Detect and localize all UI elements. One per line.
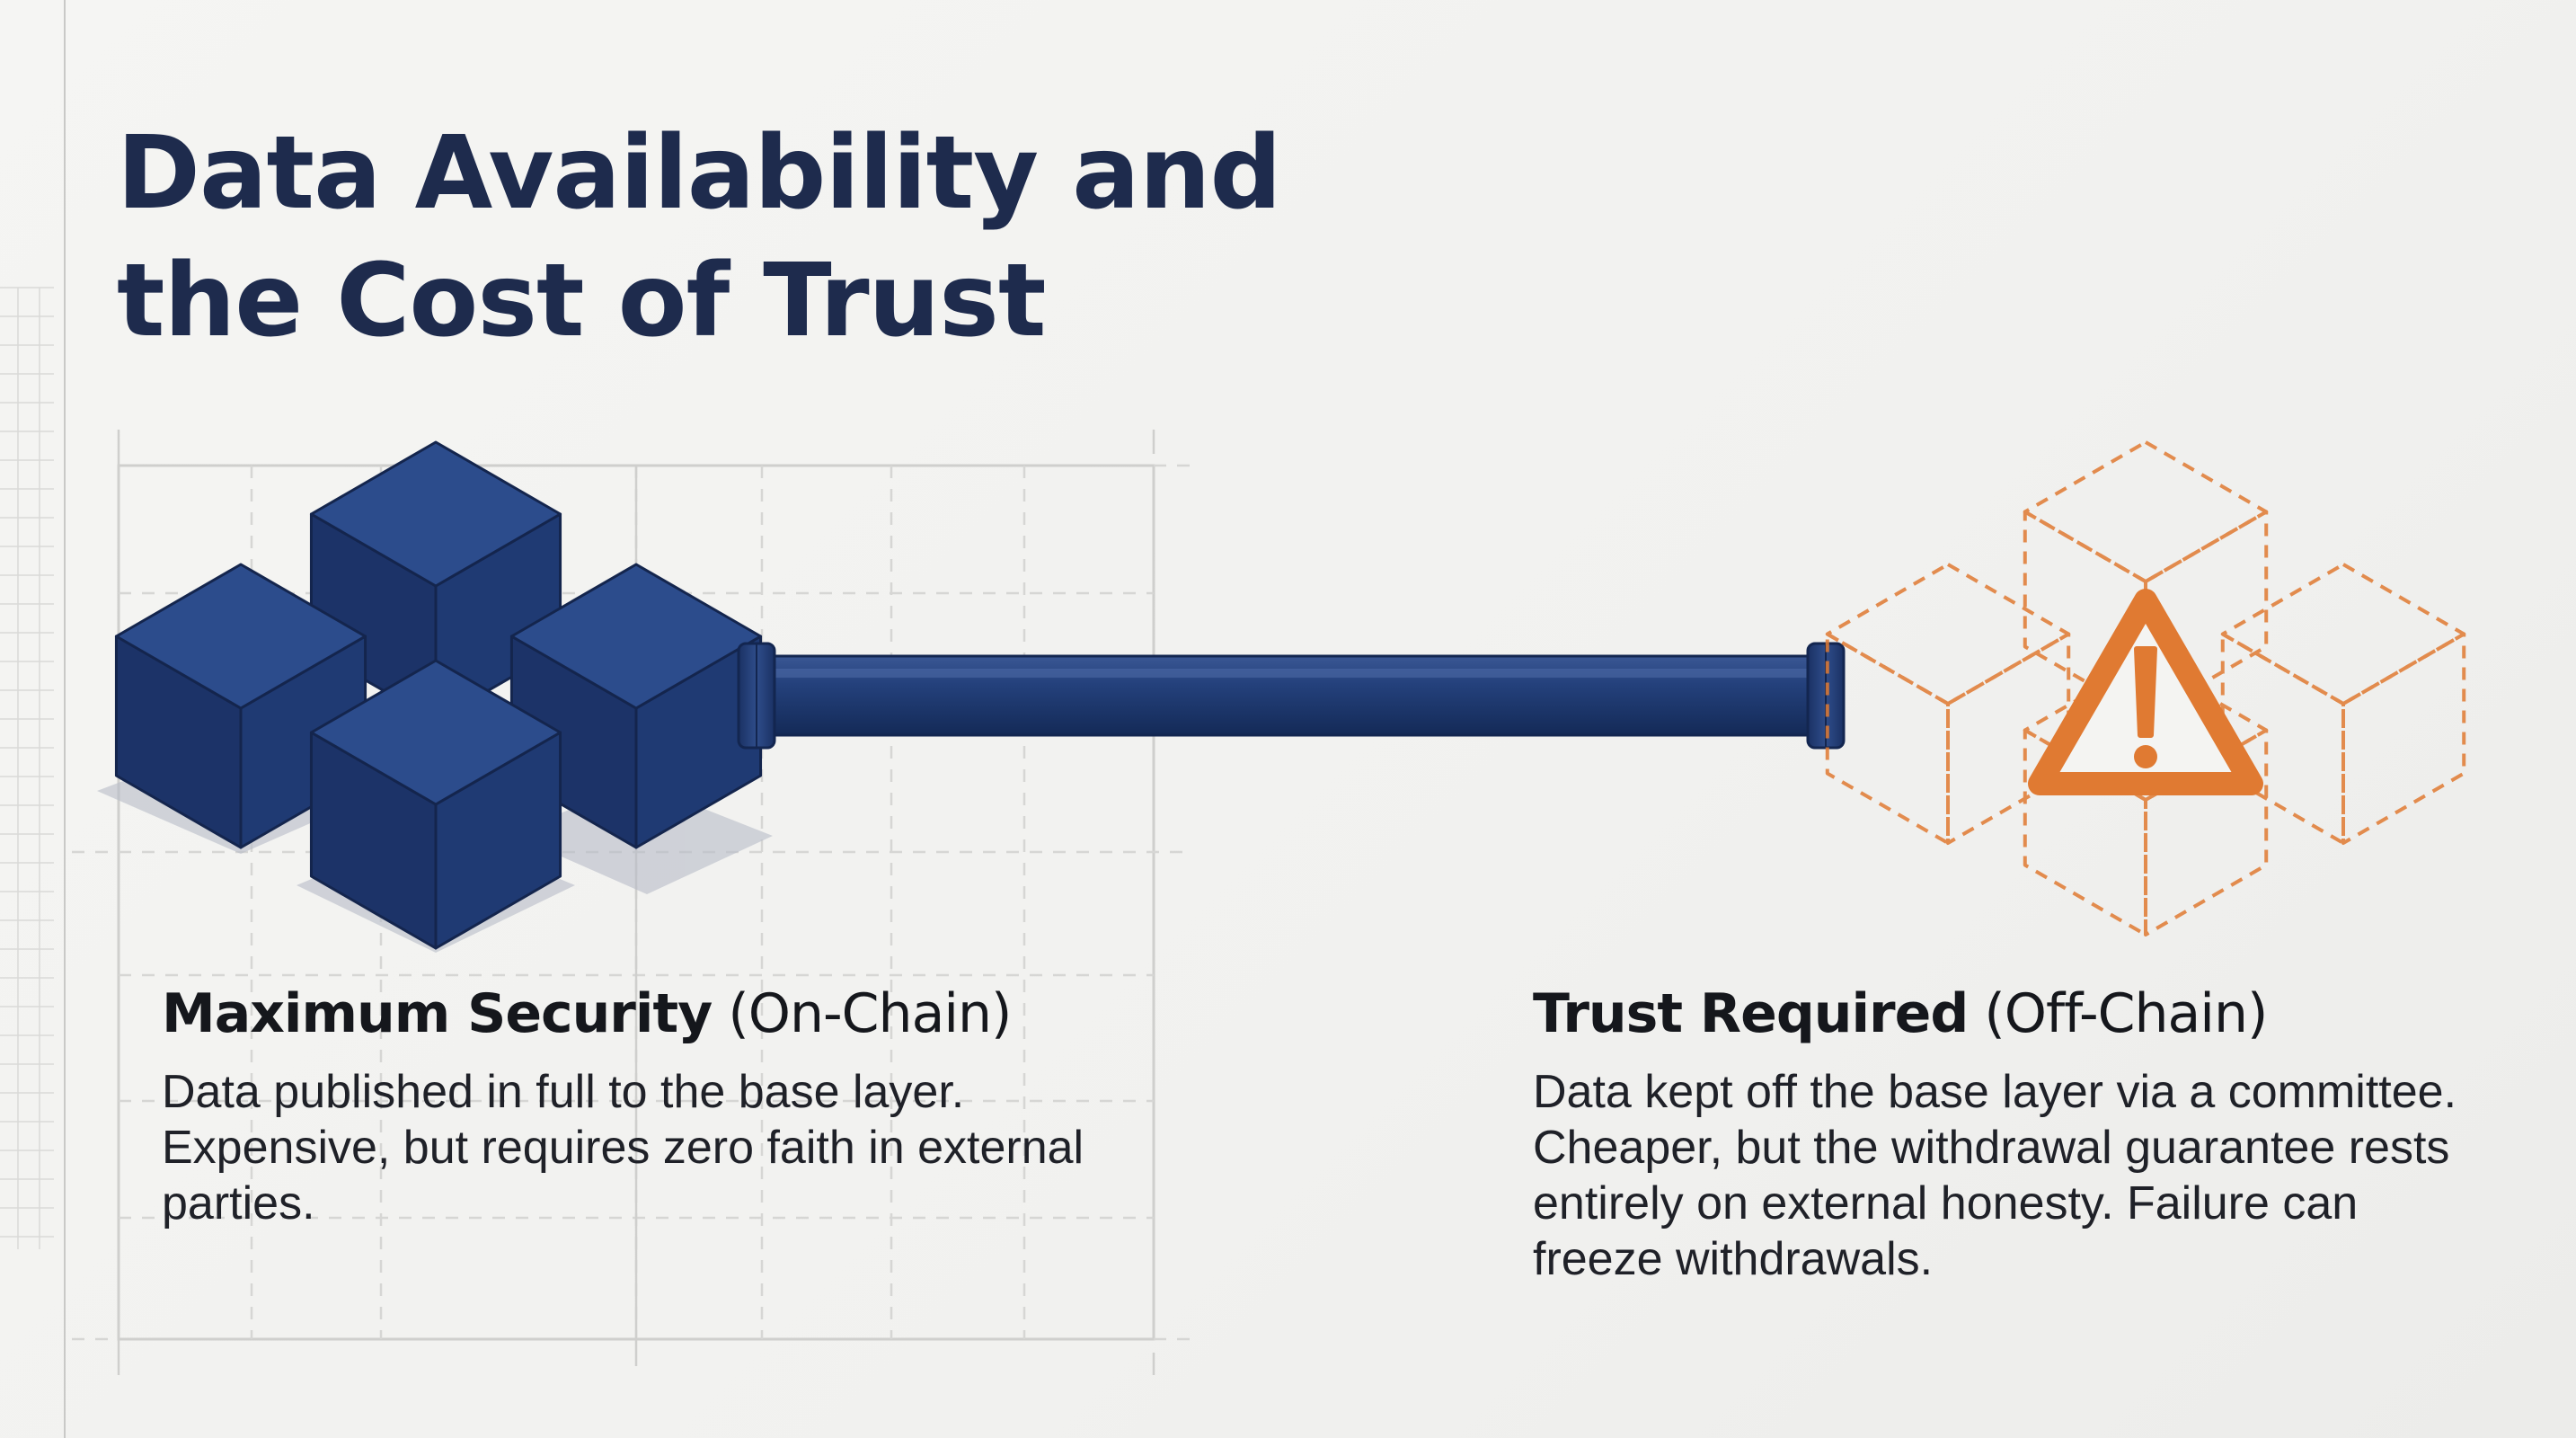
on-chain-description: Data published in full to the base layer… (162, 1066, 1084, 1229)
pipe-connector-icon (737, 642, 1846, 750)
cube-top-face (2023, 440, 2269, 583)
cube-top-face (309, 659, 562, 806)
cube-top-face (309, 440, 562, 588)
off-chain-heading-strong: Trust Required (1533, 982, 1969, 1045)
off-chain-heading-qualifier: (Off-Chain) (1984, 982, 2268, 1045)
off-chain-caption: Trust Required (Off-Chain) Data kept off… (1533, 980, 2476, 1287)
on-chain-heading-strong: Maximum Security (162, 982, 713, 1045)
off-chain-heading: Trust Required (Off-Chain) (1533, 980, 2476, 1048)
blueprint-grid (72, 430, 1195, 1375)
margin-guides (0, 0, 66, 1438)
solid-block-left (114, 563, 367, 849)
cube-top-face (2220, 563, 2466, 706)
slide-title: Data Availability and the Cost of Trust (117, 110, 1285, 365)
dashed-block-left (1825, 563, 2071, 845)
warning-triangle-icon (2028, 589, 2263, 795)
on-chain-caption: Maximum Security (On-Chain) Data publish… (162, 980, 1105, 1231)
on-chain-heading: Maximum Security (On-Chain) (162, 980, 1105, 1048)
cube-left-face (2220, 632, 2345, 845)
solid-blocks-cluster-icon (114, 440, 763, 950)
cube-left-face (2023, 510, 2147, 718)
solid-block-front (309, 659, 562, 950)
cube-top-face (114, 563, 367, 710)
solid-block-back (309, 440, 562, 723)
solid-block-right (509, 563, 763, 849)
cube-right-face (2341, 632, 2466, 845)
cube-top-face (2023, 659, 2269, 802)
cube-left-face (1825, 632, 1950, 845)
title-line-1: Data Availability and (117, 115, 1282, 232)
title-line-2: the Cost of Trust (117, 243, 1047, 360)
off-chain-description: Data kept off the base layer via a commi… (1533, 1066, 2457, 1285)
on-chain-heading-qualifier: (On-Chain) (728, 982, 1012, 1045)
cube-top-face (509, 563, 763, 710)
cube-top-face (1825, 563, 2071, 706)
dashed-block-right (2220, 563, 2466, 845)
cube-right-face (1946, 632, 2071, 845)
